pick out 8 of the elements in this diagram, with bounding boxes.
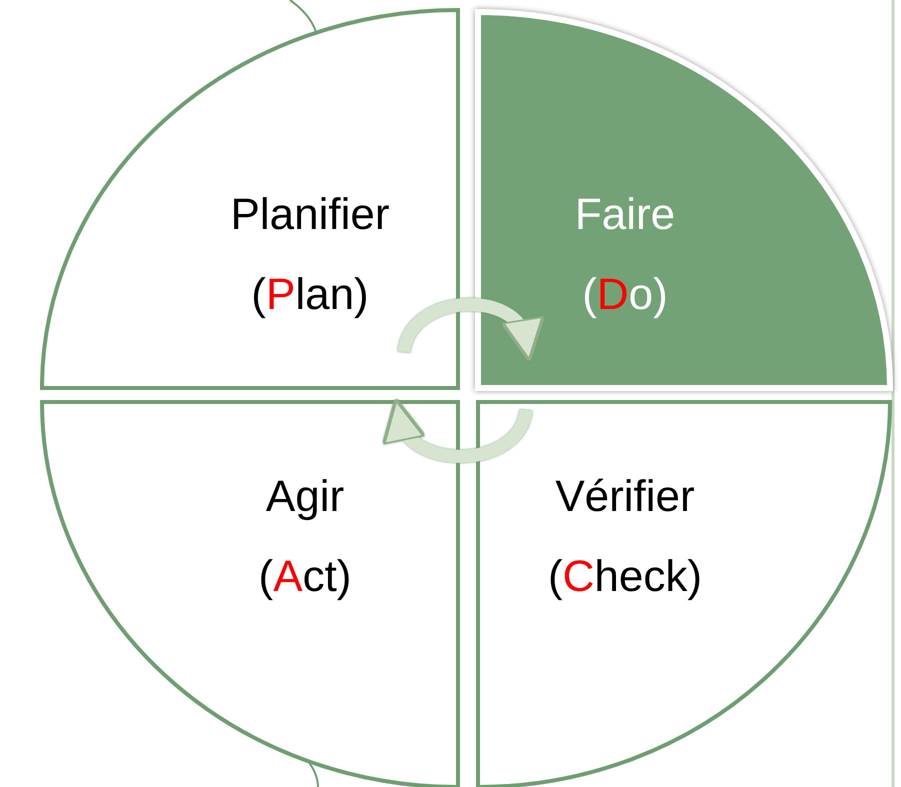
quadrant-title: Planifier (230, 190, 390, 240)
quadrant-title: Faire (574, 190, 676, 240)
quadrant-title: Vérifier (555, 472, 695, 522)
quadrant-title: Agir (266, 472, 344, 522)
quadrant-subtitle: (Check) (548, 552, 702, 602)
quadrant-subtitle: (Do) (582, 270, 668, 320)
quadrant-subtitle: (Act) (258, 552, 352, 602)
quadrant-subtitle: (Plan) (251, 270, 369, 320)
